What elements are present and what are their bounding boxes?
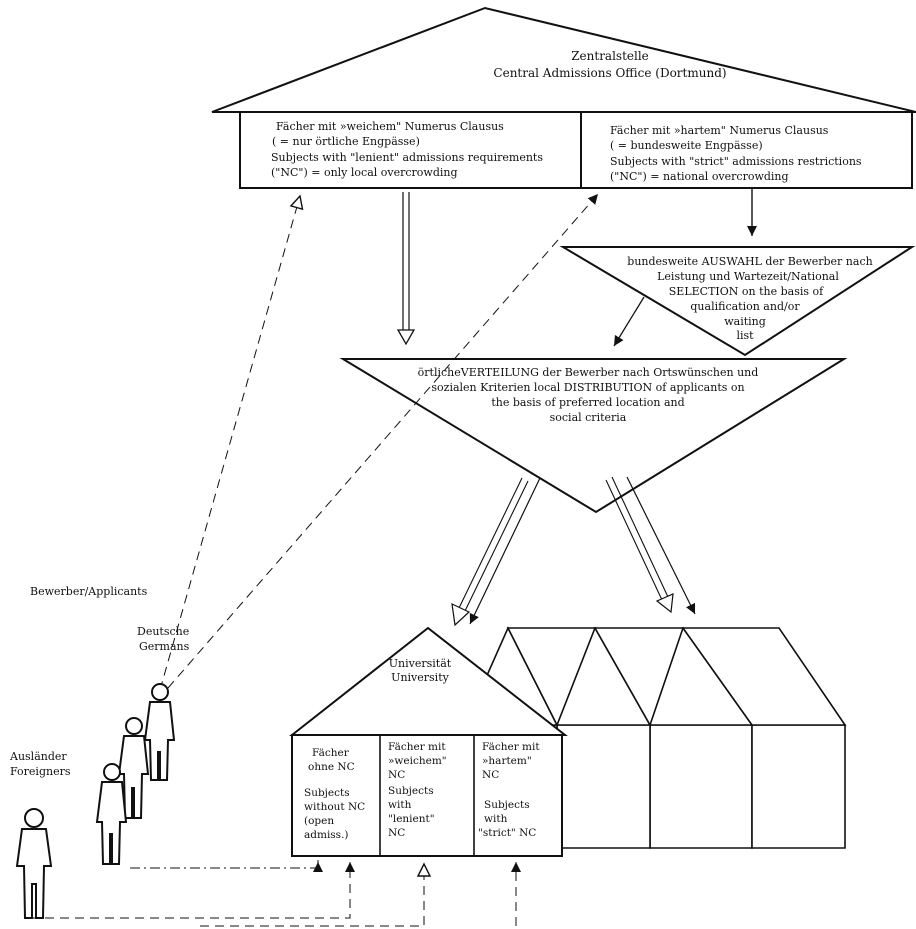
distribution-line4: social criteria: [550, 411, 627, 424]
arrow-to-other-university: [626, 476, 696, 615]
hard-nc-box: [580, 111, 913, 189]
uni-col1-line7: admiss.): [304, 829, 349, 841]
selection-line1: bundesweite AUSWAHL der Bewerber nach: [627, 255, 872, 268]
uni-col2-line5: with: [388, 799, 412, 811]
selection-line2: Leistung und Wartezeit/National: [657, 270, 839, 283]
uni-col3-line3: NC: [482, 769, 499, 781]
uni-col3-line7: "strict" NC: [478, 827, 536, 839]
central-office-title-de: Zentralstelle: [571, 49, 649, 63]
uni-col2-line1: Fächer mit: [388, 741, 446, 753]
dashed-germans-to-soft-nc: [159, 194, 304, 691]
hard-nc-line1: Fächer mit »hartem" Numerus Clausus: [610, 124, 829, 137]
soft-nc-line4: ("NC") = only local overcrowding: [271, 166, 458, 179]
uni-col3-line5: Subjects: [484, 799, 530, 811]
applicant-figures: [15, 683, 176, 919]
person-icon: [95, 763, 128, 865]
germans-label-de: Deutsche: [137, 625, 189, 638]
selection-line4: qualification and/or: [690, 300, 800, 313]
central-office-title-en: Central Admissions Office (Dortmund): [493, 66, 726, 80]
uni-col3-line1: Fächer mit: [482, 741, 540, 753]
double-arrow-soft-to-distribution: [396, 192, 416, 346]
university-house: [289, 626, 568, 857]
uni-col1-line6: (open: [304, 815, 334, 827]
local-distribution-triangle: [339, 358, 848, 514]
national-selection-triangle: [559, 246, 916, 357]
selection-line5: waiting: [724, 315, 766, 328]
uni-col1-line5: without NC: [304, 801, 365, 813]
arrow-to-university: [469, 477, 541, 625]
foreigners-label-de: Ausländer: [9, 750, 67, 763]
hard-nc-line3: Subjects with "strict" admissions restri…: [610, 155, 862, 168]
uni-col3-line6: with: [484, 813, 508, 825]
selection-line6: list: [736, 329, 754, 342]
hard-nc-line4: ("NC") = national overcrowding: [610, 170, 789, 183]
distribution-line3: the basis of preferred location and: [491, 396, 684, 409]
foreigner-flow-lines: [30, 860, 521, 927]
dashed-germans-to-hard-nc: [167, 193, 599, 689]
uni-col2-line3: NC: [388, 769, 405, 781]
central-office-roof: [211, 6, 916, 113]
soft-nc-box: [239, 111, 582, 189]
uni-col2-line4: Subjects: [388, 785, 434, 797]
uni-col2-line7: NC: [388, 827, 405, 839]
soft-nc-line1: Fächer mit »weichem" Numerus Clausus: [276, 120, 504, 133]
person-icon: [143, 683, 176, 781]
uni-col2-line2: »weichem": [388, 755, 447, 767]
distribution-line2: sozialen Kriterien local DISTRIBUTION of…: [431, 381, 744, 394]
person-icon: [15, 808, 53, 919]
uni-col1-line4: Subjects: [304, 787, 350, 799]
university-name-en: University: [391, 671, 449, 684]
soft-nc-line3: Subjects with "lenient" admissions requi…: [271, 151, 543, 164]
germans-label-en: Germans: [139, 640, 190, 653]
university-name-de: Universität: [389, 657, 452, 670]
uni-col2-line6: "lenient": [388, 813, 435, 825]
double-arrow-to-second-university: [605, 476, 674, 614]
hard-nc-line2: ( = bundesweite Engpässe): [610, 139, 763, 152]
applicants-label: Bewerber/Applicants: [30, 585, 148, 598]
arrow-selection-to-distribution: [613, 296, 645, 347]
foreigners-label-en: Foreigners: [10, 765, 71, 778]
selection-line3: SELECTION on the basis of: [669, 285, 824, 298]
person-icon: [117, 717, 150, 819]
soft-nc-line2: ( = nur örtliche Engpässe): [272, 135, 420, 148]
uni-col1-line1: Fächer: [312, 747, 350, 759]
distribution-line1: örtlicheVERTEILUNG der Bewerber nach Ort…: [418, 366, 759, 379]
uni-col1-line2: ohne NC: [308, 761, 355, 773]
uni-col3-line2: »hartem": [482, 755, 532, 767]
double-arrow-to-university: [451, 477, 529, 627]
